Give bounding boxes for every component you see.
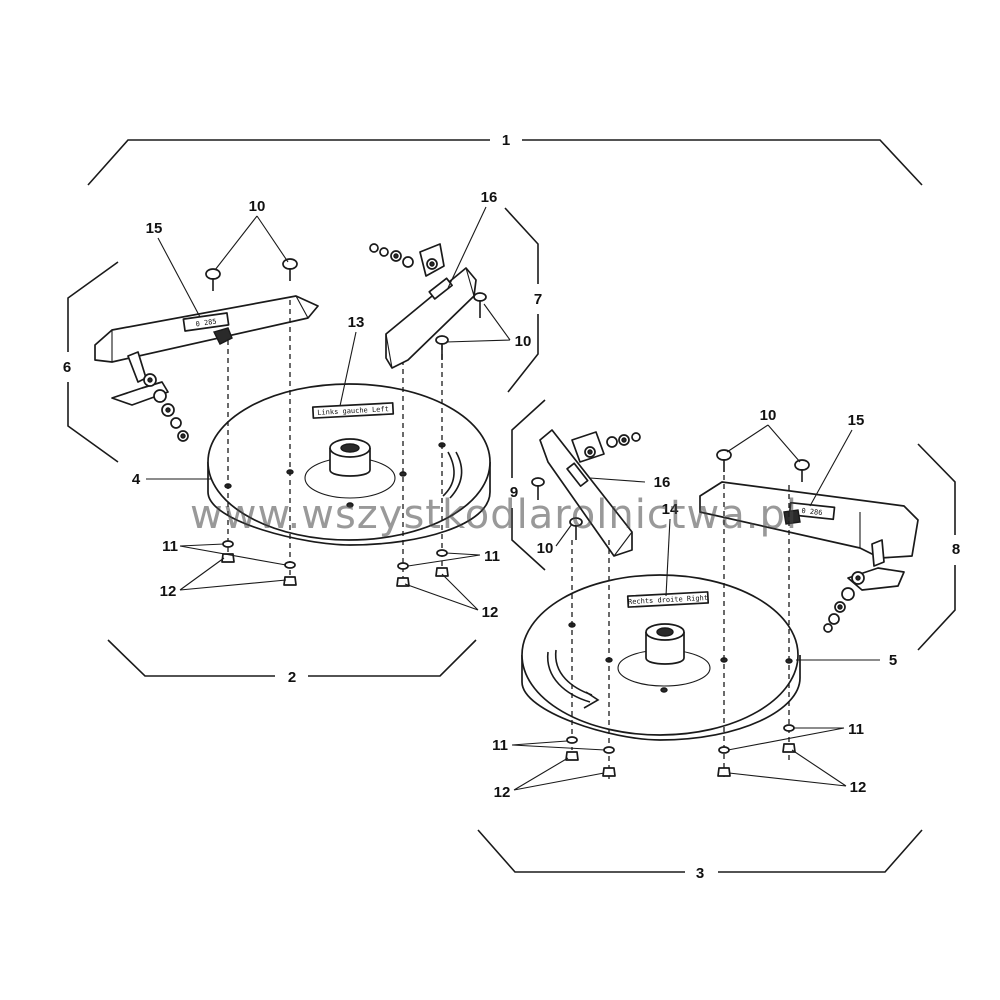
label-7: 7 (534, 291, 542, 308)
left-inner-blade (369, 243, 487, 369)
label-9: 9 (510, 484, 518, 501)
label-14: 14 (662, 501, 679, 518)
label-10-inner-right: 10 (537, 540, 554, 557)
leader-12-left-b (404, 573, 479, 611)
label-6: 6 (63, 359, 71, 376)
label-12-right-b: 12 (850, 779, 867, 796)
watermark: www.wszystkodlarolnictwa.pl (190, 492, 798, 538)
leader-15-right (809, 429, 853, 507)
bracket-8 (917, 443, 956, 651)
left-bolt-axes (227, 300, 443, 585)
label-10-right: 10 (760, 407, 777, 424)
bracket-2 (107, 639, 477, 677)
right-disc: Rechts droite Right (521, 574, 801, 741)
right-inner-blade (531, 429, 641, 557)
label-16-right: 16 (654, 474, 671, 491)
bracket-6 (67, 261, 119, 463)
leader-10-mid (445, 303, 511, 343)
label-15-right: 15 (848, 412, 865, 429)
label-11-right-a: 11 (492, 737, 508, 754)
left-disc: Links gauche Left (207, 383, 491, 546)
label-12-right-a: 12 (494, 784, 511, 801)
leader-12-right-a (513, 757, 605, 791)
label-11-left-b: 11 (484, 548, 500, 565)
leader-10-right (726, 424, 801, 463)
bracket-9 (511, 399, 546, 571)
bracket-1 (87, 139, 923, 186)
label-16-left: 16 (481, 189, 498, 206)
left-nuts (221, 540, 449, 587)
bracket-3 (477, 829, 923, 873)
leader-11-right-b (727, 727, 845, 751)
leader-10-inner-right (555, 523, 573, 547)
left-blade-bar: 0 285 (94, 295, 319, 442)
leader-10-left (214, 215, 289, 271)
right-blade-bar: 0 286 (699, 481, 919, 633)
label-2: 2 (288, 669, 296, 686)
leader-12-right-b (728, 749, 847, 787)
right-bolt-axes (571, 475, 790, 780)
leader-11-left-a (179, 543, 287, 566)
bracket-7 (504, 207, 539, 393)
leader-16-right (589, 477, 646, 483)
right-blade-plate: 0 286 (801, 507, 823, 517)
label-12-left-a: 12 (160, 583, 177, 600)
leader-11-right-a (511, 740, 606, 751)
label-5: 5 (889, 652, 897, 669)
label-13: 13 (348, 314, 365, 331)
label-12-left-b: 12 (482, 604, 499, 621)
label-3: 3 (696, 865, 704, 882)
left-blade-plate: 0 285 (195, 318, 217, 329)
label-10-left: 10 (249, 198, 266, 215)
label-4: 4 (132, 471, 141, 488)
label-1: 1 (502, 132, 510, 149)
leader-13 (339, 331, 357, 407)
label-8: 8 (952, 541, 960, 558)
leader-15-left (157, 237, 201, 318)
leader-12-left-a (179, 557, 287, 591)
left-bolts-10 (205, 258, 298, 291)
label-11-right-b: 11 (848, 721, 864, 738)
label-10-mid: 10 (515, 333, 532, 350)
leader-11-left-b (407, 552, 481, 567)
leader-14 (665, 518, 671, 597)
leader-16-left (447, 206, 487, 289)
label-15-left: 15 (146, 220, 163, 237)
right-bolts-10 (716, 449, 810, 482)
label-11-left-a: 11 (162, 538, 178, 555)
left-disc-plate: Links gauche Left (317, 405, 389, 417)
